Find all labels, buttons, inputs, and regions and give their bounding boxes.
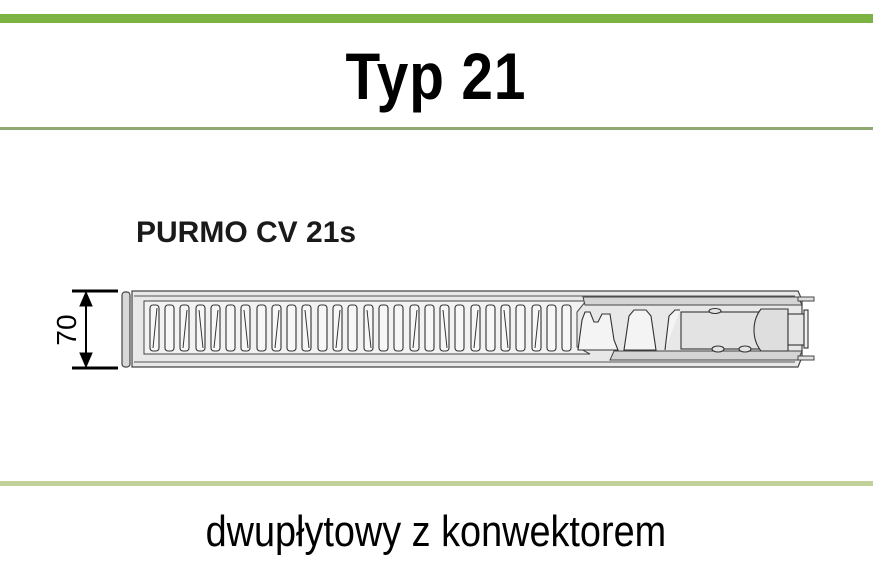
radiator-rear-panel xyxy=(582,296,815,361)
bottom-divider xyxy=(0,481,873,486)
subtitle: dwupłytowy z konwektorem xyxy=(205,507,667,556)
radiator-cross-section-diagram xyxy=(72,289,815,370)
end-cap xyxy=(121,291,131,368)
top-accent-bar xyxy=(0,14,873,23)
model-label: PURMO CV 21s xyxy=(136,216,357,249)
dimension-arrow-icon xyxy=(72,289,118,370)
title-divider xyxy=(0,127,873,130)
page-title: Typ 21 xyxy=(345,39,527,113)
convector-trapezoid-fins xyxy=(577,309,680,351)
mounting-bracket xyxy=(680,307,809,353)
